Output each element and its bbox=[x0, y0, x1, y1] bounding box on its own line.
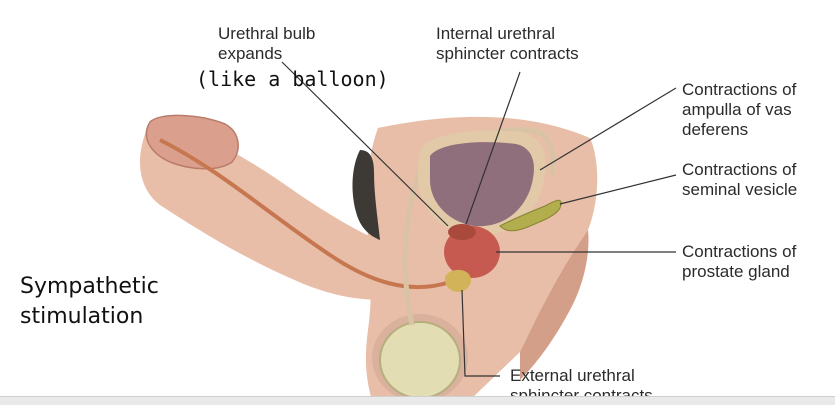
pubic-hair bbox=[352, 150, 380, 240]
leader-internal-sphincter bbox=[465, 71, 521, 225]
balloon-note: (like a balloon) bbox=[196, 67, 389, 91]
bladder bbox=[430, 142, 534, 227]
pelvic-shadow bbox=[520, 230, 589, 380]
internal-sphincter bbox=[448, 224, 476, 240]
prostate-label: Contractions of prostate gland bbox=[682, 242, 797, 281]
leader-ampulla bbox=[539, 87, 677, 171]
testis bbox=[379, 321, 461, 399]
ampulla-label: Contractions of ampulla of vas deferens bbox=[682, 80, 797, 139]
internal-sphincter-label: Internal urethral sphincter contracts bbox=[436, 24, 579, 63]
sympathetic-stimulation-label: Sympathetic stimulation bbox=[20, 274, 159, 329]
leader-external-sphincter bbox=[461, 289, 500, 377]
leader-seminal-vesicle bbox=[559, 174, 677, 205]
glans bbox=[145, 114, 239, 170]
seminal-vesicle bbox=[499, 199, 562, 232]
seminal-vesicle-label: Contractions of seminal vesicle bbox=[682, 160, 798, 199]
external-sphincter bbox=[444, 269, 472, 292]
leader-urethral-bulb bbox=[281, 61, 449, 227]
urethral-bulb-label: Urethral bulb expands bbox=[218, 24, 316, 63]
bottom-bar bbox=[0, 396, 835, 405]
